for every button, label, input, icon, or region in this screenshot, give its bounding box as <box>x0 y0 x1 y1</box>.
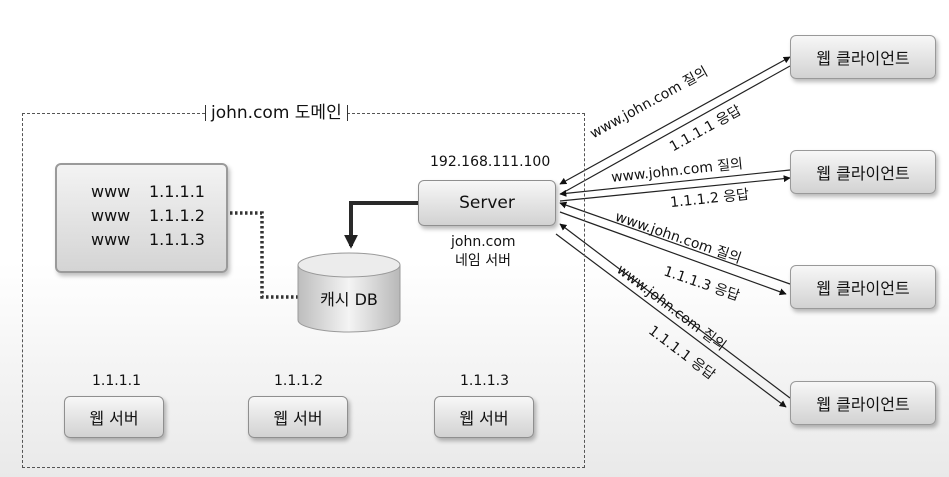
web-server-box: 웹 서버 <box>248 396 348 438</box>
web-client-box: 웹 클라이언트 <box>790 150 936 194</box>
cache-db-cylinder <box>297 252 401 333</box>
record-ip: 1.1.1.1 <box>149 182 205 201</box>
record-ip: 1.1.1.3 <box>149 230 205 249</box>
client3-query-arrow <box>559 201 791 285</box>
record-host: www <box>91 206 131 225</box>
dns-record-row: www 1.1.1.1 <box>91 180 226 204</box>
name-server-box: Server <box>418 180 556 226</box>
web-server-ip-label: 1.1.1.1 <box>92 373 141 389</box>
client2-query-arrow <box>559 169 791 197</box>
web-server-ip-label: 1.1.1.3 <box>460 373 509 389</box>
record-ip: 1.1.1.2 <box>149 206 205 225</box>
web-client-box: 웹 클라이언트 <box>790 381 936 425</box>
record-host: www <box>91 230 131 249</box>
dns-record-row: www 1.1.1.2 <box>91 204 226 228</box>
web-client-box: 웹 클라이언트 <box>790 35 936 79</box>
client4-query-arrow <box>559 223 791 399</box>
dns-records-box: www 1.1.1.1 www 1.1.1.2 www 1.1.1.3 <box>55 163 228 273</box>
server-ip-label: 192.168.111.100 <box>430 154 551 170</box>
client2-answer-arrow <box>559 175 791 202</box>
record-host: www <box>91 182 131 201</box>
server-caption-role: 네임 서버 <box>455 253 511 269</box>
client4-answer-arrow <box>555 233 787 408</box>
server-caption-domain: john.com <box>451 234 516 250</box>
domain-title: john.com 도메인 <box>205 100 348 126</box>
web-client-box: 웹 클라이언트 <box>790 265 936 309</box>
client1-answer-arrow <box>565 65 791 192</box>
records-to-cache-link <box>230 211 298 299</box>
web-server-ip-label: 1.1.1.2 <box>274 373 323 389</box>
client3-answer-arrow <box>559 211 787 296</box>
server-to-cache-arrow <box>344 201 418 249</box>
cache-db-label: 캐시 DB <box>320 290 378 309</box>
web-server-box: 웹 서버 <box>64 396 164 438</box>
web-server-box: 웹 서버 <box>434 396 534 438</box>
client1-query-arrow <box>559 56 791 185</box>
dns-record-row: www 1.1.1.3 <box>91 228 226 252</box>
